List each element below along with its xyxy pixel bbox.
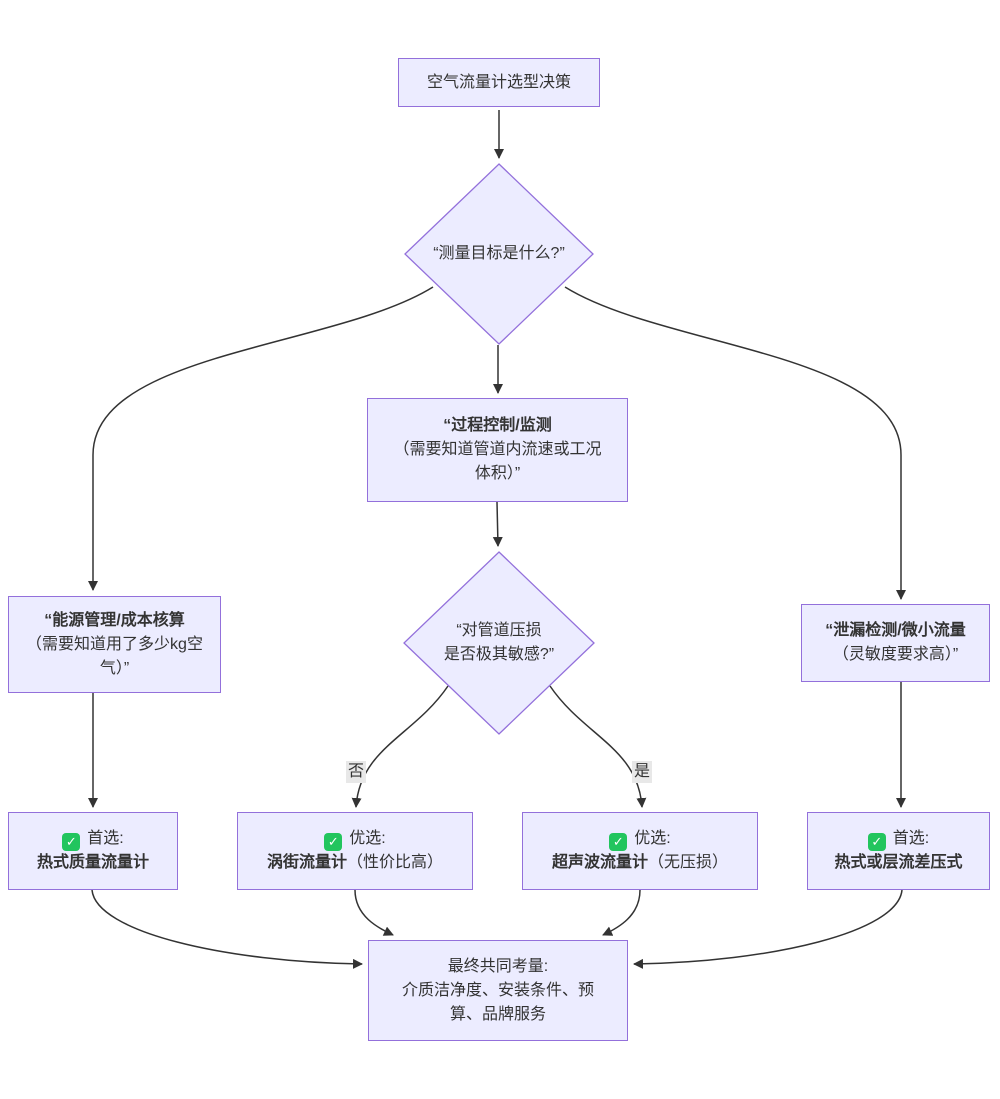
- edge-r3-to-final: [633, 889, 903, 969]
- result-vortex: ✓ 优选: 涡街流量计（性价比高）: [237, 812, 473, 890]
- final-considerations: 最终共同考量: 介质洁净度、安装条件、预算、品牌服务: [368, 940, 628, 1041]
- final-line2: 介质洁净度、安装条件、预算、品牌服务: [401, 981, 594, 1023]
- decision-diamond-goal: [404, 163, 594, 345]
- check-icon: ✓: [324, 833, 343, 851]
- edge-r2-to-final: [602, 889, 641, 936]
- check-icon: ✓: [867, 833, 886, 851]
- final-line1: 最终共同考量:: [447, 957, 549, 975]
- branch-process-desc: （需要知道管道内流速或工况体积）”: [393, 441, 602, 482]
- check-icon: ✓: [62, 833, 81, 851]
- edge-r1-to-final: [354, 889, 394, 936]
- result-name: 热式或层流差压式: [834, 854, 963, 871]
- decision-goal-label: “测量目标是什么?”: [433, 245, 565, 262]
- result-prefix: 优选:: [349, 830, 386, 847]
- result-thermal-or-laminar: ✓ 首选: 热式或层流差压式: [807, 812, 990, 890]
- decision-diamond-pressure: [403, 551, 595, 735]
- start-node: 空气流量计选型决策: [398, 58, 600, 107]
- result-name: 涡街流量计: [266, 854, 347, 871]
- result-name: 超声波流量计: [551, 854, 648, 871]
- result-prefix: 首选:: [87, 830, 124, 847]
- branch-energy-title: “能源管理/成本核算: [44, 611, 185, 629]
- edge-label-yes: 是: [631, 761, 653, 783]
- branch-energy-desc: （需要知道用了多少kg空气）”: [26, 635, 203, 677]
- branch-process-control: “过程控制/监测 （需要知道管道内流速或工况体积）”: [367, 398, 628, 502]
- result-thermal-mass: ✓ 首选: 热式质量流量计: [8, 812, 178, 890]
- edge-label-no: 否: [345, 761, 367, 783]
- edge-qgoal-to-leak: [564, 286, 906, 600]
- decision-pressure-line2: 是否极其敏感?”: [443, 646, 555, 663]
- edge-qgoal-to-energy: [88, 286, 434, 591]
- check-icon: ✓: [609, 833, 628, 851]
- result-name: 热式质量流量计: [36, 854, 149, 871]
- edge-process-to-qpressure: [492, 501, 503, 547]
- branch-leak-title: “泄漏检测/微小流量: [825, 622, 966, 639]
- branch-leak-detection: “泄漏检测/微小流量 （灵敏度要求高）”: [801, 604, 990, 682]
- branch-leak-desc: （灵敏度要求高）”: [832, 646, 959, 663]
- edge-qpressure-yes: [549, 685, 647, 808]
- edge-r0-to-final: [91, 889, 363, 969]
- result-note: （性价比高）: [347, 854, 444, 871]
- edge-qpressure-no: [351, 685, 449, 808]
- result-ultrasonic: ✓ 优选: 超声波流量计（无压损）: [522, 812, 758, 890]
- decision-pressure-loss: “对管道压损 是否极其敏感?”: [409, 619, 589, 667]
- result-prefix: 优选:: [634, 830, 671, 847]
- decision-measurement-goal: “测量目标是什么?”: [399, 242, 599, 266]
- start-node-label: 空气流量计选型决策: [426, 73, 571, 91]
- result-prefix: 首选:: [892, 830, 930, 847]
- branch-process-title: “过程控制/监测: [443, 417, 552, 434]
- decision-pressure-line1: “对管道压损: [456, 622, 542, 639]
- branch-energy-management: “能源管理/成本核算 （需要知道用了多少kg空气）”: [8, 596, 221, 693]
- result-note: （无压损）: [648, 854, 729, 871]
